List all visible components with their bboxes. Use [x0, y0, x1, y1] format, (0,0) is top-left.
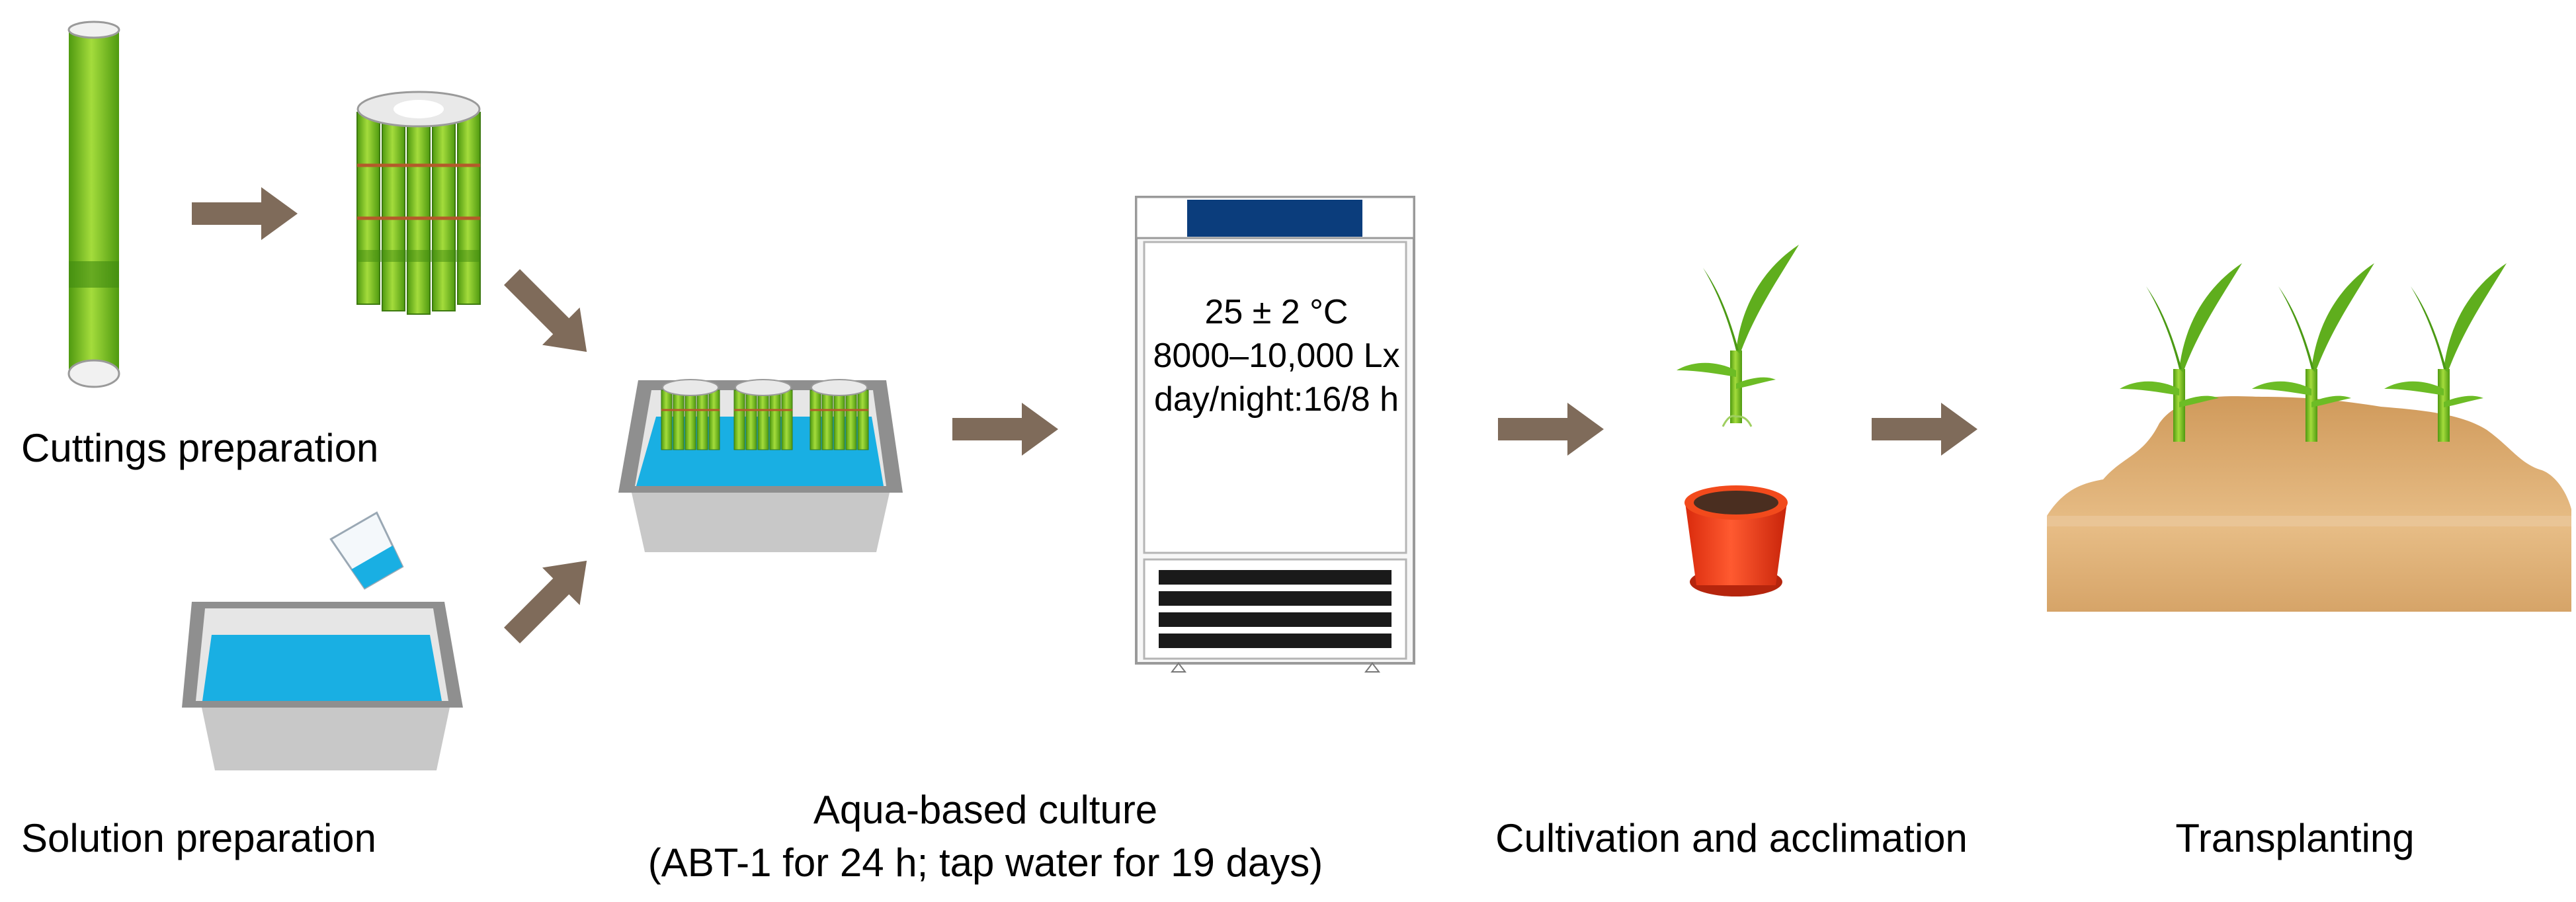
label-aqua-culture-details: (ABT-1 for 24 h; tap water for 19 days): [647, 840, 1323, 885]
arrow-chamber-to-cultivation: [1498, 403, 1604, 456]
arrow-solution-to-culture: [504, 560, 587, 643]
rooted-cutting-icon: [1677, 245, 1799, 427]
label-cultivation-acclimation: Cultivation and acclimation: [1495, 816, 1968, 860]
label-aqua-culture: Aqua-based culture: [813, 788, 1158, 832]
chamber-vent-grille: [1159, 570, 1392, 648]
arrow-cultivation-to-transplant: [1872, 403, 1977, 456]
culture-tray-icon: [618, 378, 903, 552]
arrow-culture-to-chamber: [952, 403, 1058, 456]
chamber-photoperiod: day/night:16/8 h: [1153, 380, 1399, 419]
chamber-display-panel: [1187, 200, 1362, 237]
soil-bed-icon: [2047, 396, 2571, 612]
arrow-cutting-to-bundle: [192, 187, 298, 240]
label-solution-preparation: Solution preparation: [21, 816, 377, 860]
solution-tray-icon: [182, 602, 463, 770]
growth-chamber-icon: [1135, 196, 1415, 673]
label-cuttings-preparation: Cuttings preparation: [21, 426, 379, 470]
label-transplanting: Transplanting: [2175, 816, 2415, 860]
chamber-light-intensity: 8000–10,000 Lx: [1153, 337, 1400, 375]
flower-pot-icon: [1684, 485, 1788, 596]
single-cutting-icon: [67, 20, 120, 388]
chamber-temperature: 25 ± 2 °C: [1204, 293, 1349, 331]
beaker-icon: [329, 511, 404, 590]
arrow-bundle-to-culture: [504, 269, 587, 352]
cuttings-bundle-icon: [356, 91, 481, 315]
